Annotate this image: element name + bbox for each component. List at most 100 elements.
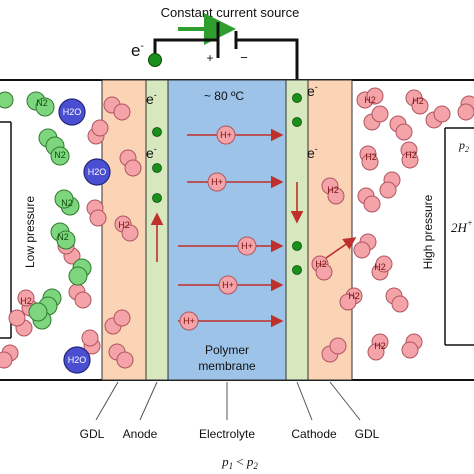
- h-plus-ion: H+: [216, 125, 236, 145]
- svg-text:H+: H+: [211, 177, 223, 187]
- electron: [292, 93, 302, 103]
- h2-molecule: [311, 255, 333, 281]
- h2-molecule: [114, 215, 139, 242]
- h2-molecule: [81, 329, 101, 355]
- high-pressure-label: High pressure: [421, 194, 435, 269]
- svg-text:H2: H2: [412, 96, 424, 106]
- svg-text:N2: N2: [36, 98, 48, 108]
- h2-molecule: [103, 96, 131, 121]
- cathode-label: Cathode: [291, 427, 337, 441]
- membrane-layer: [167, 79, 287, 381]
- p2-label: p2: [458, 138, 469, 154]
- h2-molecule: [321, 177, 345, 205]
- h2-molecule: [400, 141, 419, 169]
- h2-molecule: [0, 344, 19, 369]
- svg-text:H2: H2: [118, 220, 130, 230]
- h2-molecule: [385, 287, 409, 313]
- h2-molecule: [359, 145, 379, 171]
- h2-molecule: [379, 171, 401, 199]
- h2-molecule: [401, 333, 423, 359]
- anode-label: Anode: [123, 427, 158, 441]
- h2-molecule: [87, 119, 109, 145]
- source-label: Constant current source: [161, 5, 300, 20]
- n2-molecule: [50, 222, 76, 250]
- h2-molecule: [371, 255, 393, 281]
- minus-sign: −: [240, 50, 248, 65]
- svg-text:H+: H+: [222, 280, 234, 290]
- n2-molecule: [50, 146, 70, 166]
- h2-molecule: [339, 287, 363, 311]
- h2-molecule: [363, 105, 389, 131]
- low-pressure-label: Low pressure: [23, 196, 37, 268]
- svg-text:N2: N2: [61, 198, 73, 208]
- electron: [152, 163, 162, 173]
- svg-text:H2: H2: [405, 150, 417, 160]
- svg-text:H2: H2: [364, 95, 376, 105]
- h-plus-ion: H+: [207, 172, 227, 192]
- gdl-left-label: GDL: [80, 427, 105, 441]
- anode-electrons: [152, 127, 162, 203]
- wire-electron-dot: [148, 53, 162, 67]
- electron: [152, 193, 162, 203]
- svg-text:H2: H2: [315, 259, 327, 269]
- cathode-electrons: [292, 93, 302, 275]
- h2-molecule: [405, 89, 429, 115]
- n2-molecule: [68, 258, 92, 286]
- n2-molecule: [28, 302, 52, 330]
- electron-label: e-: [307, 82, 318, 99]
- hydrogen-ions: H+ H+ H+ H+ H+: [179, 125, 257, 331]
- electron-label: e-: [146, 90, 157, 107]
- svg-text:H2: H2: [20, 296, 32, 306]
- svg-text:H2O: H2O: [68, 355, 87, 365]
- h2o-molecule: [63, 346, 91, 374]
- svg-text:H2: H2: [348, 291, 360, 301]
- wire-electron-label: e-: [131, 41, 144, 60]
- membrane-label-line2: membrane: [198, 359, 256, 373]
- h2-molecule: [86, 199, 107, 227]
- temperature-label: ~ 80 ºC: [204, 89, 244, 103]
- n2-molecule: [26, 91, 55, 117]
- h2-molecule: [425, 105, 451, 129]
- h2-molecule: [119, 149, 142, 177]
- h2-molecule: [8, 309, 33, 337]
- h2-molecule: [367, 333, 389, 361]
- h2-molecule: [389, 115, 413, 141]
- svg-text:H+: H+: [220, 130, 232, 140]
- h2-molecule: [457, 95, 474, 121]
- svg-text:N2: N2: [57, 232, 69, 242]
- electron-label: e-: [307, 144, 318, 161]
- h-plus-ion: H+: [218, 275, 238, 295]
- electron-label: e-: [146, 144, 157, 161]
- electron: [292, 265, 302, 275]
- svg-text:N2: N2: [54, 150, 66, 160]
- water-labels: H2O H2O H2O: [63, 107, 107, 365]
- svg-text:H+: H+: [241, 241, 253, 251]
- gdl-right-label: GDL: [355, 427, 380, 441]
- circuit-wire: [153, 38, 299, 80]
- h2-molecule: [108, 343, 134, 369]
- h2o-molecule: [83, 158, 111, 186]
- gdl-right-layer: [307, 79, 353, 381]
- h2-molecule: [104, 309, 131, 335]
- electrolyte-label: Electrolyte: [199, 427, 255, 441]
- nitrogen-molecules: [0, 91, 92, 330]
- pressure-relation: p1 < p2: [221, 454, 258, 471]
- electron: [292, 117, 302, 127]
- n2-molecule: [0, 91, 14, 109]
- nitrogen-labels: N2 N2 N2 N2: [36, 98, 73, 242]
- h2o-molecule: [58, 98, 86, 126]
- svg-text:H+: H+: [183, 316, 195, 326]
- membrane-label-line1: Polymer: [205, 343, 249, 357]
- svg-text:H2: H2: [374, 262, 386, 272]
- h2-molecule: [321, 337, 347, 363]
- h-plus-ion: H+: [179, 311, 199, 331]
- electron: [292, 241, 302, 251]
- h2-molecule: [353, 233, 377, 259]
- svg-text:H2: H2: [365, 152, 377, 162]
- electron: [152, 127, 162, 137]
- h2-molecule: [357, 187, 381, 213]
- svg-text:H2O: H2O: [63, 107, 82, 117]
- h2-molecule: [356, 87, 384, 109]
- n2-molecule: [54, 189, 80, 216]
